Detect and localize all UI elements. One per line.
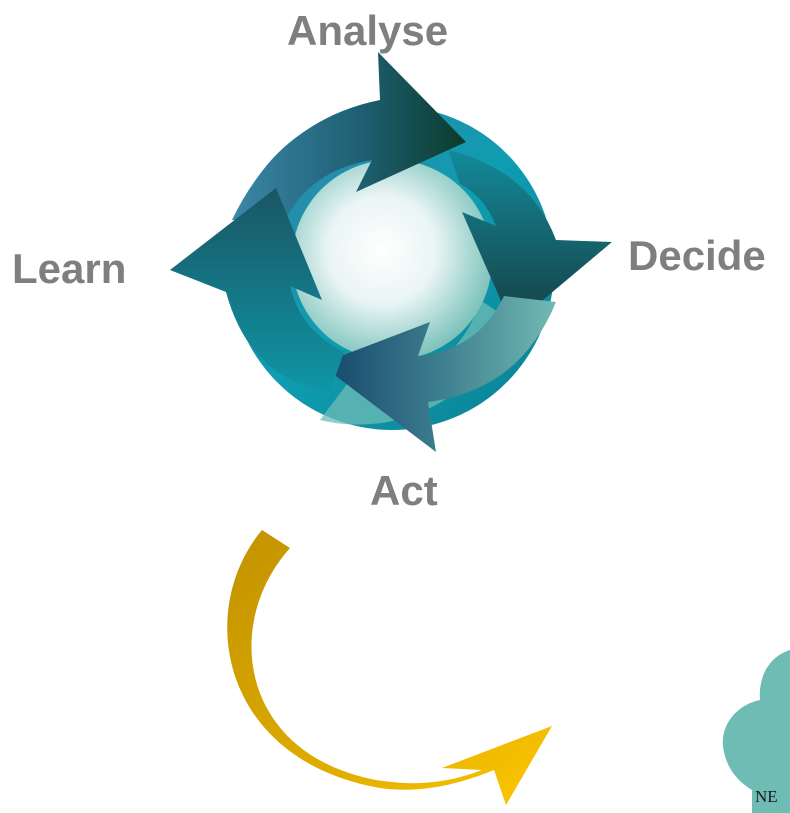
label-analyse: Analyse — [287, 7, 449, 54]
label-learn: Learn — [12, 245, 127, 292]
arrow-act — [320, 296, 556, 452]
label-act: Act — [370, 467, 438, 514]
cloud-icon — [722, 650, 790, 813]
cycle-arrows-icon — [170, 52, 612, 452]
arrow-decide — [448, 150, 612, 326]
cloud-label: NE — [755, 787, 778, 806]
arrow-learn — [170, 188, 344, 392]
curved-arrow-icon — [227, 530, 552, 805]
label-decide: Decide — [628, 232, 766, 279]
arrow-analyse — [232, 52, 466, 222]
